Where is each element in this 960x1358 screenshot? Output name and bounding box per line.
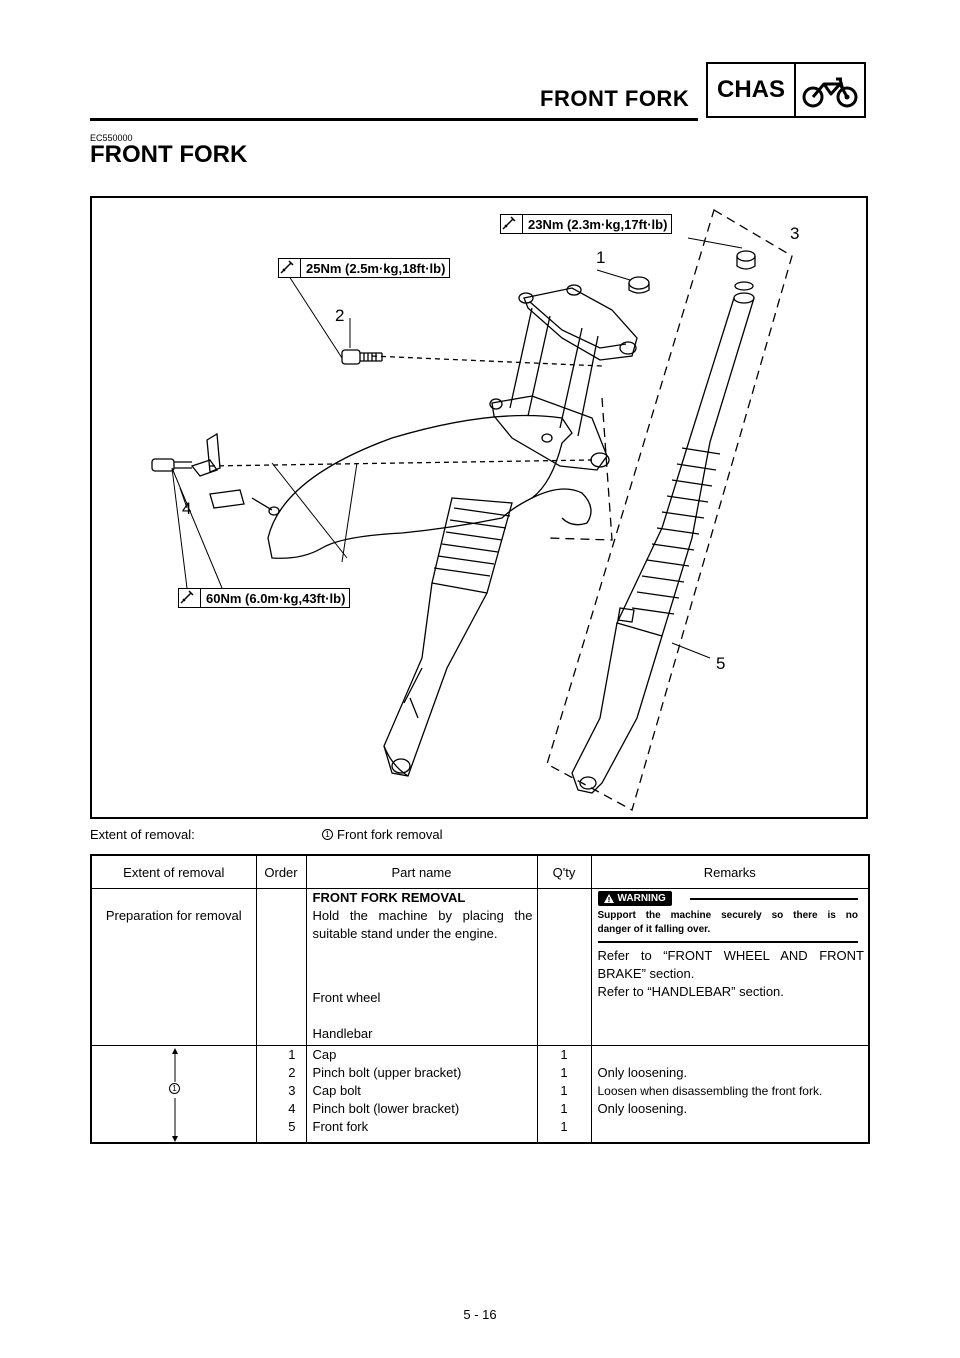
prep-extent-cell: Preparation for removal	[90, 888, 257, 1046]
warning-label: WARNING	[617, 893, 666, 904]
callout-1: 1	[596, 248, 606, 267]
group-part-cell: Cap Pinch bolt (upper bracket) Cap bolt …	[305, 1045, 538, 1143]
group-remarks-cell: Only loosening. Loosen when disassemblin…	[590, 1045, 870, 1143]
prep-order-cell	[255, 888, 307, 1046]
qty-5: 1	[560, 1119, 568, 1134]
torque-wrench-icon	[279, 259, 301, 277]
page-number: 5 - 16	[463, 1307, 497, 1322]
col-header-order: Order	[255, 854, 307, 889]
document-code: EC550000	[90, 133, 133, 143]
torque-wrench-icon	[501, 215, 523, 233]
prep-desc-line1: Hold the machine by placing the	[312, 908, 533, 923]
torque-spec-cap-bolt: 23Nm (2.3m·kg,17ft·lb)	[500, 214, 673, 234]
callout-3: 3	[790, 224, 800, 243]
order-5: 5	[288, 1119, 296, 1134]
remark-front-wheel-line2: BRAKE” section.	[597, 966, 695, 981]
extent-value: 1 Front fork removal	[322, 827, 442, 842]
extent-marker: 1	[322, 829, 333, 840]
section-title: FRONT FORK	[540, 86, 690, 111]
col-header-remarks: Remarks	[590, 854, 870, 889]
exploded-diagram: 23Nm (2.3m·kg,17ft·lb) 25Nm (2.5m·kg,18f…	[90, 196, 868, 819]
motorcycle-icon	[796, 64, 864, 116]
remark-2: Only loosening.	[597, 1065, 688, 1080]
warning-line2: danger of it falling over.	[597, 924, 711, 935]
group-extent-cell: 1	[90, 1045, 257, 1143]
order-2: 2	[288, 1065, 296, 1080]
col-header-part: Part name	[305, 854, 538, 889]
part-5: Front fork	[312, 1119, 369, 1134]
chapter-badge: CHAS	[706, 62, 866, 118]
warning-text: Support the machine securely so there is…	[598, 906, 859, 941]
torque-spec-upper-bracket: 25Nm (2.5m·kg,18ft·lb)	[278, 258, 451, 278]
warning-line1: Support the machine securely so there is…	[597, 910, 859, 921]
page-title: FRONT FORK	[90, 141, 248, 168]
remark-4: Only loosening.	[597, 1101, 688, 1116]
part-4: Pinch bolt (lower bracket)	[312, 1101, 460, 1116]
col-header-extent: Extent of removal	[90, 854, 257, 889]
warning-bottom-rule	[597, 941, 858, 943]
qty-2: 1	[560, 1065, 568, 1080]
torque-value: 23Nm (2.3m·kg,17ft·lb)	[528, 216, 668, 232]
prep-remarks-cell: WARNING Support the machine securely so …	[590, 888, 870, 1046]
callout-5: 5	[716, 654, 726, 673]
warning-badge: WARNING	[597, 891, 672, 906]
qty-3: 1	[560, 1083, 568, 1098]
warning-header: WARNING	[597, 891, 858, 906]
part-2: Pinch bolt (upper bracket)	[312, 1065, 462, 1080]
prep-qty-cell	[536, 888, 592, 1046]
part-front-wheel: Front wheel	[312, 990, 381, 1005]
callout-2: 2	[335, 306, 345, 325]
chapter-label: CHAS	[708, 64, 796, 116]
callout-4: 4	[182, 499, 192, 518]
remark-5	[598, 1118, 869, 1136]
qty-1: 1	[560, 1047, 568, 1062]
remark-handlebar: Refer to “HANDLEBAR” section.	[597, 984, 784, 999]
range-arrow-icon	[172, 1048, 178, 1142]
warning-rule	[689, 897, 858, 900]
extent-label: Extent of removal:	[90, 827, 195, 842]
remark-3: Loosen when disassembling the front fork…	[597, 1084, 823, 1098]
torque-value: 60Nm (6.0m·kg,43ft·lb)	[206, 590, 346, 606]
warning-box: WARNING Support the machine securely so …	[597, 891, 859, 943]
header-rule	[90, 118, 698, 121]
fork-illustration	[151, 209, 793, 811]
prep-extent: Preparation for removal	[105, 908, 242, 923]
torque-spec-lower-bracket: 60Nm (6.0m·kg,43ft·lb)	[178, 588, 351, 608]
prep-part-cell: FRONT FORK REMOVAL Hold the machine by p…	[305, 888, 538, 1046]
remark-1	[598, 1046, 869, 1064]
prep-desc-line2: suitable stand under the engine.	[312, 926, 498, 941]
order-3: 3	[288, 1083, 296, 1098]
extent-text: Front fork removal	[337, 827, 443, 842]
qty-4: 1	[560, 1101, 568, 1116]
warning-triangle-icon	[603, 894, 614, 903]
table-header-row: Extent of removal Order Part name Q'ty R…	[90, 854, 870, 889]
table-row-group-1: 1 1 2 3 4 5 Cap Pinch bolt (upper bracke…	[90, 1045, 870, 1143]
order-4: 4	[288, 1101, 296, 1116]
group-qty-cell: 1 1 1 1 1	[536, 1045, 592, 1143]
order-1: 1	[288, 1047, 296, 1062]
group-order-cell: 1 2 3 4 5	[255, 1045, 307, 1143]
remark-front-wheel-line1: Refer to “FRONT WHEEL AND FRONT	[597, 948, 865, 963]
col-header-qty: Q'ty	[536, 854, 592, 889]
parts-table: Extent of removal Order Part name Q'ty R…	[90, 854, 870, 1144]
part-3: Cap bolt	[312, 1083, 361, 1098]
prep-heading: FRONT FORK REMOVAL	[312, 890, 466, 905]
part-1: Cap	[312, 1047, 337, 1062]
torque-wrench-icon	[179, 589, 201, 607]
table-row-preparation: Preparation for removal FRONT FORK REMOV…	[90, 888, 870, 1046]
part-handlebar: Handlebar	[312, 1026, 373, 1041]
group-marker: 1	[169, 1083, 180, 1094]
torque-value: 25Nm (2.5m·kg,18ft·lb)	[306, 260, 446, 276]
